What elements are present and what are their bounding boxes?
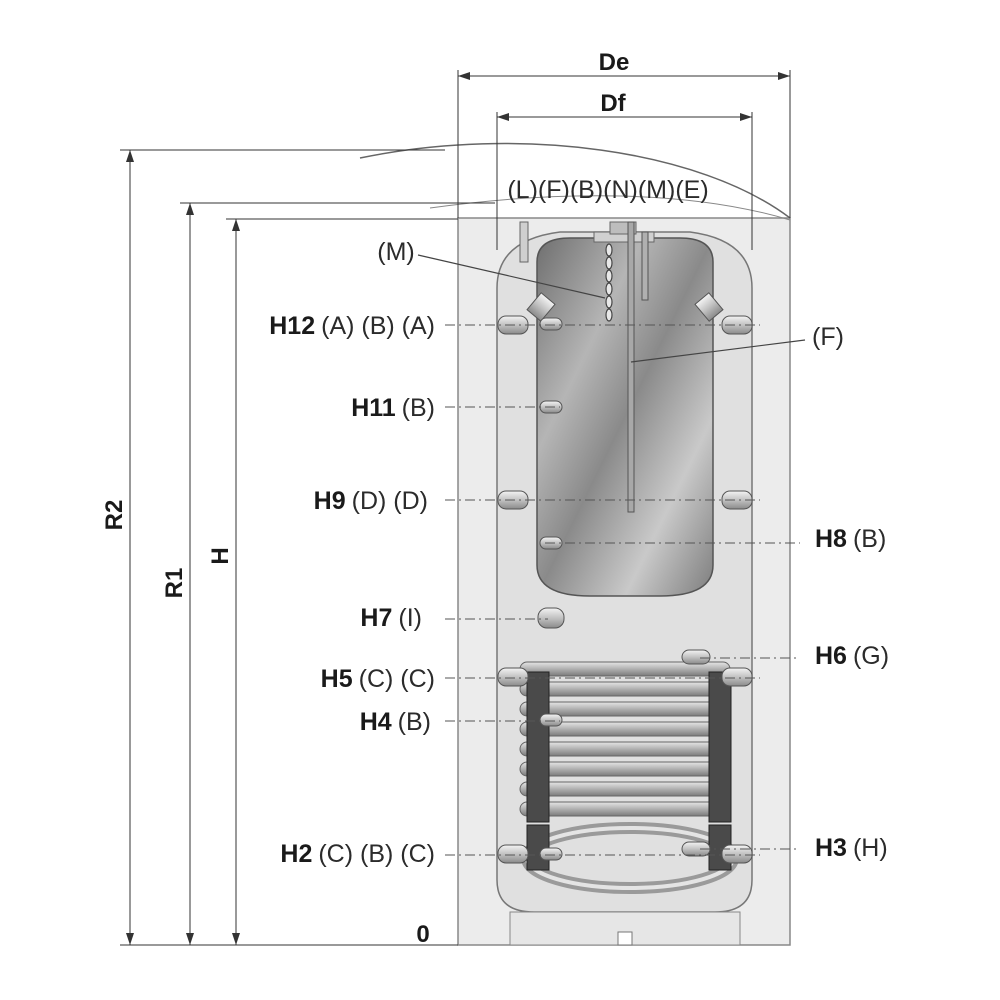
inner-tank — [536, 237, 714, 597]
level-h9-label: H9(D) (D) — [314, 487, 428, 515]
level-h7-label: H7(I) — [360, 604, 422, 632]
dim-df-label: Df — [600, 90, 626, 117]
dim-zero-label: 0 — [416, 921, 429, 948]
level-h12-code: H12 — [269, 312, 315, 340]
level-h8-code: H8 — [815, 525, 847, 553]
dim-r1-label: R1 — [161, 568, 188, 599]
level-h4-label: H4(B) — [360, 708, 431, 736]
level-h6-code: H6 — [815, 642, 847, 670]
callout-m-leader — [417, 254, 606, 299]
level-h2-label: H2(C) (B) (C) — [280, 840, 435, 868]
level-h4-desc: (B) — [398, 708, 431, 736]
angled-nozzle-left — [526, 292, 556, 322]
level-h5-desc: (C) (C) — [359, 665, 435, 693]
level-h9-code: H9 — [314, 487, 346, 515]
callout-f-label: (F) — [812, 323, 844, 351]
level-h2-code: H2 — [280, 840, 312, 868]
angled-nozzle-right — [694, 292, 724, 322]
top-fitting-m — [641, 231, 649, 301]
top-cap-inner-curve — [429, 195, 791, 221]
level-h3-desc: (H) — [853, 834, 888, 862]
dim-r2-label: R2 — [101, 500, 128, 531]
top-connections-label: (L)(F)(B)(N)(M)(E) — [507, 176, 708, 204]
dim-h-label: H — [207, 547, 234, 564]
level-h2-desc: (C) (B) (C) — [318, 840, 435, 868]
level-h6-label: H6(G) — [815, 642, 889, 670]
level-h11-label: H11(B) — [351, 394, 435, 422]
level-h5-label: H5(C) (C) — [321, 665, 435, 693]
level-h3-code: H3 — [815, 834, 847, 862]
level-h7-code: H7 — [360, 604, 392, 632]
level-h8-desc: (B) — [853, 525, 886, 553]
coil-bracket-left — [526, 671, 550, 823]
level-leader-lines — [445, 324, 800, 856]
dimension-lines — [120, 70, 791, 946]
dim-de-label: De — [599, 49, 630, 76]
level-h8-label: H8(B) — [815, 525, 886, 553]
top-fitting-l — [519, 221, 529, 263]
drain-stub — [617, 931, 633, 946]
level-h3-label: H3(H) — [815, 834, 888, 862]
anode-rod — [627, 221, 635, 513]
callout-m-label: (M) — [377, 238, 414, 266]
coil-bracket-right — [708, 671, 732, 823]
callout-f-leader — [630, 339, 806, 363]
top-cap-curve — [359, 142, 791, 219]
level-h5-code: H5 — [321, 665, 353, 693]
level-h12-desc: (A) (B) (A) — [321, 312, 435, 340]
level-h12-label: H12(A) (B) (A) — [269, 312, 435, 340]
level-h4-code: H4 — [360, 708, 392, 736]
sensor-chain — [605, 243, 613, 322]
level-h11-desc: (B) — [402, 394, 435, 422]
level-h9-desc: (D) (D) — [352, 487, 428, 515]
level-h11-code: H11 — [351, 394, 396, 422]
pipe-stubs — [497, 315, 753, 864]
level-h7-desc: (I) — [398, 604, 422, 632]
level-h6-desc: (G) — [853, 642, 889, 670]
dimension-arrows — [126, 72, 790, 945]
